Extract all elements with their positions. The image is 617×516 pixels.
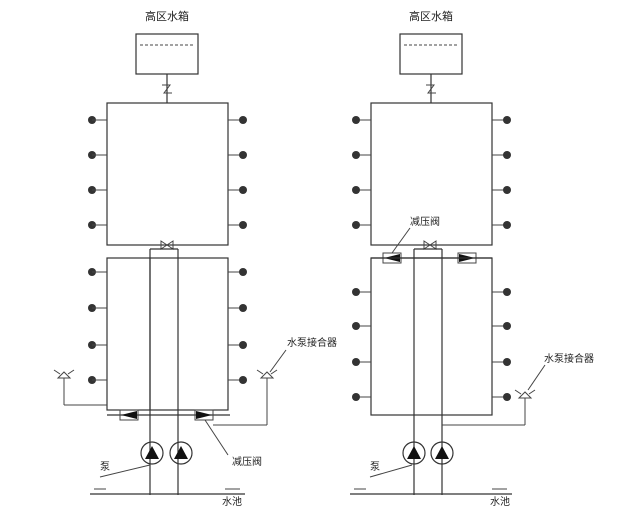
right-connector-label: 水泵接合器 bbox=[544, 352, 594, 365]
right-system: 高区水箱 减压阀 bbox=[350, 9, 594, 508]
right-lower-zone bbox=[370, 257, 493, 416]
hydrant-icon bbox=[239, 221, 247, 229]
hydrant-icon bbox=[503, 221, 511, 229]
left-pump-icon-2 bbox=[169, 441, 193, 465]
right-check-valve-icon bbox=[426, 84, 436, 94]
hydrant-icon bbox=[239, 304, 247, 312]
hydrant-icon bbox=[503, 358, 511, 366]
hydrant-icon bbox=[239, 151, 247, 159]
hydrant-icon bbox=[503, 151, 511, 159]
left-pump-icon-1 bbox=[140, 441, 164, 465]
hydrant-icon bbox=[239, 268, 247, 276]
left-upper-hydrants-right bbox=[228, 116, 247, 229]
right-gate-valve-icon bbox=[423, 240, 437, 250]
left-connector-label: 水泵接合器 bbox=[287, 336, 337, 349]
left-upper-zone bbox=[106, 102, 229, 246]
hydrant-icon bbox=[239, 341, 247, 349]
left-gate-valve-icon bbox=[160, 240, 174, 250]
hydrant-icon bbox=[352, 393, 360, 401]
hydrant-icon bbox=[239, 186, 247, 194]
hydrant-icon bbox=[352, 288, 360, 296]
hydrant-icon bbox=[503, 116, 511, 124]
hydrant-icon bbox=[352, 151, 360, 159]
hydrant-icon bbox=[352, 221, 360, 229]
hydrant-icon bbox=[503, 322, 511, 330]
right-upper-hydrants-right bbox=[492, 116, 511, 229]
left-connector-right bbox=[213, 349, 287, 426]
right-tank-label: 高区水箱 bbox=[409, 9, 453, 23]
left-prv-icon-2 bbox=[194, 409, 214, 421]
right-lower-hydrants-left bbox=[352, 288, 371, 401]
left-pool-label: 水池 bbox=[222, 495, 242, 508]
right-pump-label: 泵 bbox=[370, 461, 380, 473]
hydrant-icon bbox=[352, 322, 360, 330]
hydrant-icon bbox=[503, 186, 511, 194]
hydrant-icon bbox=[503, 393, 511, 401]
left-connector-left bbox=[53, 369, 107, 406]
left-system: 高区水箱 bbox=[53, 9, 337, 508]
left-lower-hydrants-left bbox=[87, 267, 107, 385]
hydrant-icon bbox=[503, 288, 511, 296]
hydrant-icon bbox=[352, 186, 360, 194]
right-lower-hydrants-right bbox=[492, 288, 511, 401]
right-high-zone-tank bbox=[399, 33, 463, 75]
right-prv-label: 减压阀 bbox=[410, 215, 440, 228]
right-upper-hydrants-left bbox=[352, 116, 371, 229]
right-pump-icon-2 bbox=[430, 441, 454, 465]
left-pump-label: 泵 bbox=[100, 461, 110, 473]
right-pool-label: 水池 bbox=[490, 495, 510, 508]
hydrant-icon bbox=[239, 116, 247, 124]
right-pump-icon-1 bbox=[402, 441, 426, 465]
left-prv-icon-1 bbox=[119, 409, 139, 421]
left-check-valve-icon bbox=[162, 84, 172, 94]
right-connector bbox=[442, 364, 546, 426]
right-upper-zone bbox=[370, 102, 493, 246]
left-high-zone-tank bbox=[135, 33, 199, 75]
left-tank-label: 高区水箱 bbox=[145, 9, 189, 23]
left-lower-hydrants-right bbox=[228, 268, 247, 384]
hydrant-icon bbox=[352, 358, 360, 366]
left-lower-zone bbox=[106, 257, 229, 411]
hydrant-icon bbox=[239, 376, 247, 384]
left-prv-label: 减压阀 bbox=[232, 455, 262, 468]
hydrant-icon bbox=[352, 116, 360, 124]
left-upper-hydrants-left bbox=[87, 115, 107, 230]
